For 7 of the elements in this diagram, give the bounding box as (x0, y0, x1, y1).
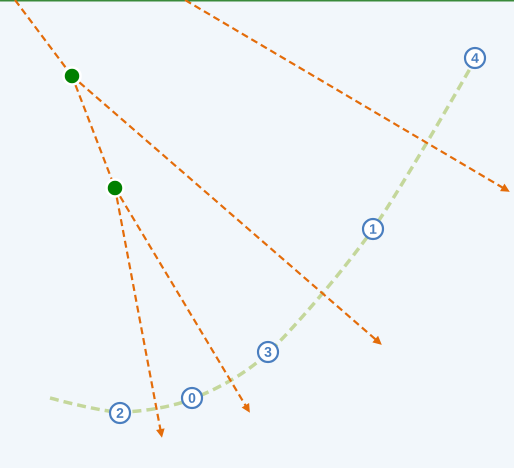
dot (105, 178, 125, 198)
callout-number: 4 (464, 46, 486, 70)
callout-number: 3 (256, 340, 280, 364)
callout-number: 1 (362, 218, 384, 240)
callout-number: 2 (108, 402, 132, 424)
callout-number: 0 (180, 386, 204, 410)
dot (62, 66, 82, 86)
